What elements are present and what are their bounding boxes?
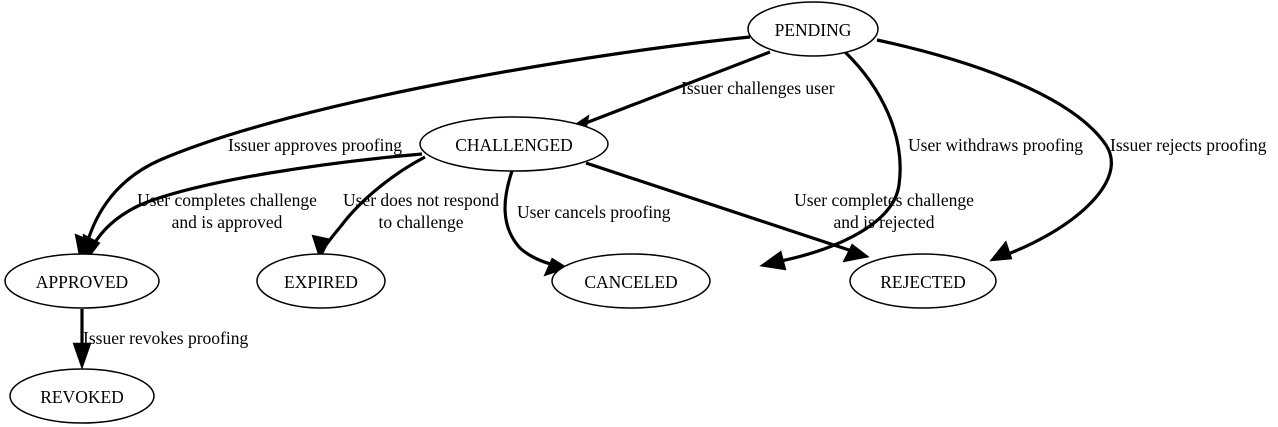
node-pending[interactable]: PENDING [747,1,879,57]
node-label-revoked: REVOKED [40,387,124,407]
edge-path [585,161,859,255]
arrowhead [989,240,1013,262]
node-ellipse[interactable] [551,253,711,309]
edge-path [876,38,1113,259]
node-ellipse[interactable] [747,1,879,57]
edge-label-challenged-expired: User does not respond to challenge [343,190,499,232]
arrowhead [72,342,92,370]
edge-path [88,152,423,253]
node-label-rejected: REJECTED [880,272,966,292]
node-ellipse[interactable] [256,253,386,309]
edge-path [577,50,771,128]
node-expired[interactable]: EXPIRED [256,253,386,309]
arrowhead [311,234,331,261]
node-canceled[interactable]: CANCELED [551,253,711,309]
node-label-pending: PENDING [775,20,852,40]
edge-label-line-1: User does not respond [343,190,499,210]
edge-challenged-canceled [503,170,569,277]
edge-label-pending-canceled: User withdraws proofing [908,135,1083,155]
edge-pending-canceled [759,50,902,271]
edge-path [83,35,751,252]
edge-label-line-2: and is rejected [833,212,934,232]
node-ellipse[interactable] [849,253,997,309]
edge-pending-rejected [876,38,1113,262]
edge-label-challenged-approved: User completes challenge and is approved [137,190,317,232]
node-rejected[interactable]: REJECTED [849,253,997,309]
node-label-canceled: CANCELED [584,272,677,292]
edge-challenged-rejected [585,161,870,263]
node-label-approved: APPROVED [36,272,128,292]
edge-label-challenged-rejected: User completes challenge and is rejected [794,190,974,232]
edge-label-line-1: User completes challenge [137,190,317,210]
edge-approved-revoked [72,309,92,370]
node-approved[interactable]: APPROVED [4,253,160,309]
edge-label-pending-rejected: Issuer rejects proofing [1110,135,1267,155]
node-revoked[interactable]: REVOKED [9,368,155,424]
edge-path [503,170,559,268]
edge-label-approved-revoked: Issuer revokes proofing [83,328,248,348]
node-ellipse[interactable] [419,116,609,172]
node-label-expired: EXPIRED [284,272,358,292]
edge-label-line-1: User completes challenge [794,190,974,210]
edge-challenged-expired [311,155,426,261]
edge-label-line-2: and is approved [172,212,283,232]
edge-label-line-2: to challenge [378,212,463,232]
edge-label-challenged-canceled: User cancels proofing [517,202,671,222]
edge-path [770,50,902,265]
node-ellipse[interactable] [4,253,160,309]
node-ellipse[interactable] [9,368,155,424]
arrowhead [759,250,787,271]
edge-label-pending-challenged: Issuer challenges user [681,78,835,98]
edge-label-pending-approved: Issuer approves proofing [228,135,402,155]
arrowhead [842,243,870,263]
node-label-challenged: CHALLENGED [455,135,573,155]
node-challenged[interactable]: CHALLENGED [419,116,609,172]
